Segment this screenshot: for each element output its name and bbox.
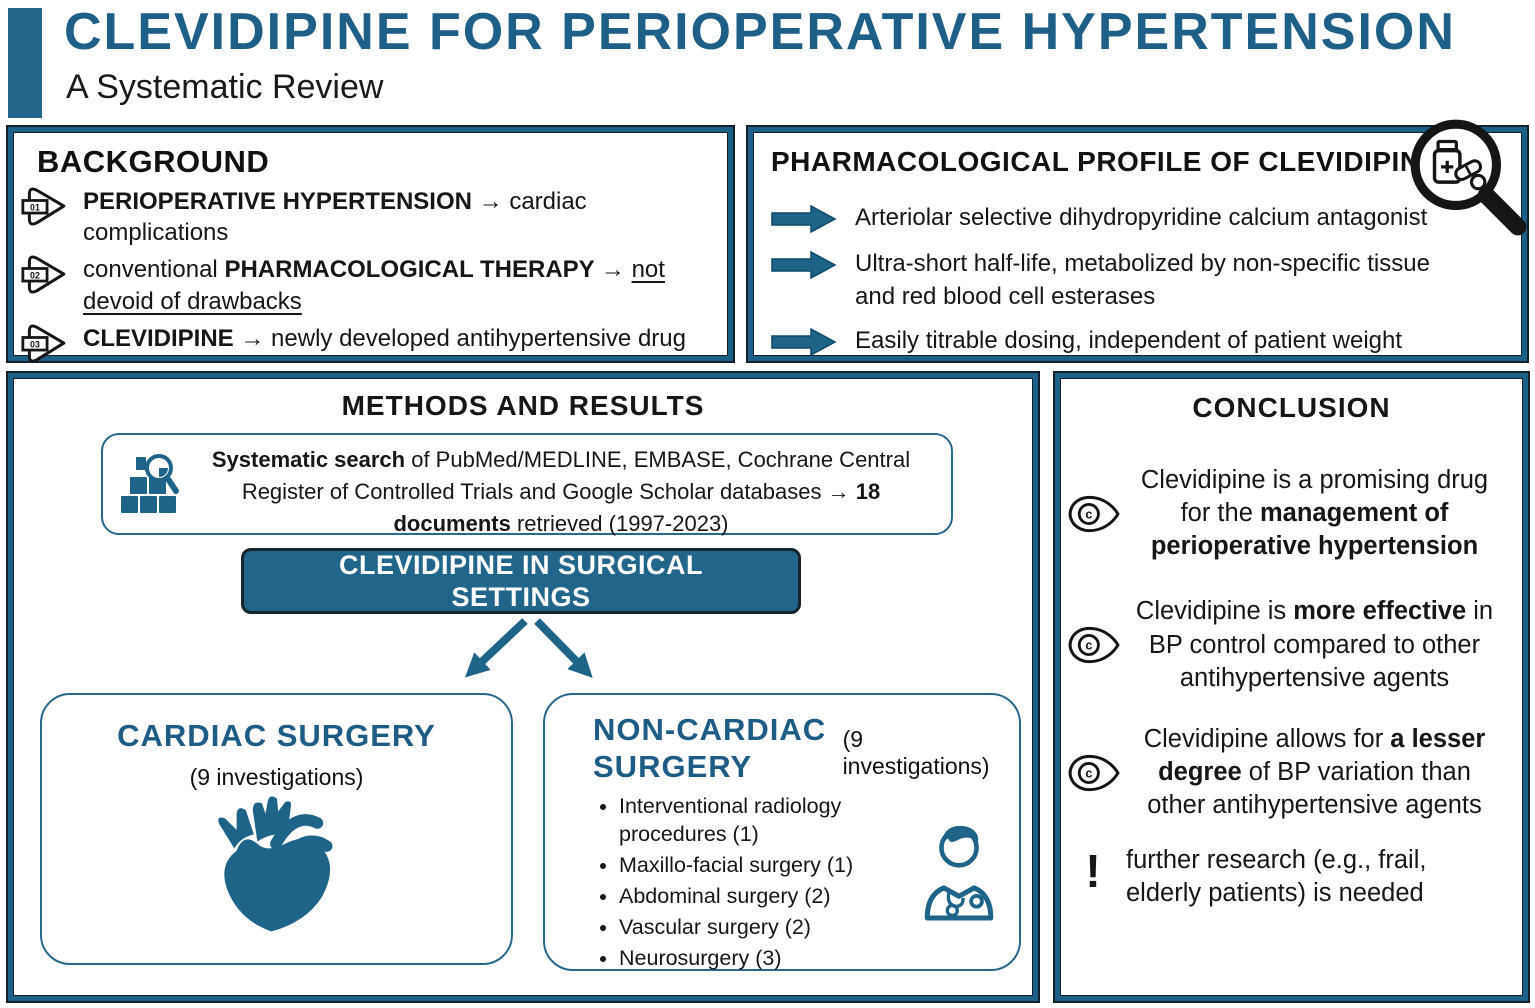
background-item-3: 03 CLEVIDIPINE → newly developed antihyp… [21, 323, 718, 368]
conclusion-item-1: c Clevidipine is a promising drug for th… [1060, 464, 1523, 563]
arrow-right-icon [771, 251, 837, 280]
split-arrows [464, 618, 593, 678]
clevidipine-surgical-settings-banner: CLEVIDIPINE IN SURGICAL SETTINGS [241, 548, 801, 614]
systematic-search-box: Systematic search of PubMed/MEDLINE, EMB… [101, 433, 953, 536]
noncardiac-surgery-count: (9 investigations) [842, 726, 990, 780]
noncardiac-surgery-box: NON-CARDIAC SURGERY (9 investigations) I… [543, 693, 1021, 971]
conclusion-item-2: c Clevidipine is more effective in BP co… [1060, 595, 1523, 694]
noncardiac-surgery-title: NON-CARDIAC SURGERY [593, 712, 827, 785]
title-accent-bar [8, 8, 42, 118]
conclusion-heading: CONCLUSION [1192, 392, 1391, 423]
conclusion-text: Clevidipine is a promising drug for the … [1140, 466, 1489, 561]
svg-text:03: 03 [30, 339, 40, 349]
background-item-1: 01 PERIOPERATIVE HYPERTENSION → cardiac … [21, 186, 718, 248]
background-item-text: CLEVIDIPINE → newly developed antihypert… [83, 324, 686, 352]
page-subtitle: A Systematic Review [66, 68, 384, 106]
arrow-right-icon [771, 204, 837, 234]
search-summary-text: Systematic search of PubMed/MEDLINE, EMB… [211, 447, 911, 536]
eye-icon-wrap: c [1060, 492, 1126, 536]
step-03-icon: 03 [21, 324, 66, 363]
pharma-item-2: Ultra-short half-life, metabolized by no… [771, 248, 1504, 313]
pharma-item-3: Easily titrable dosing, independent of p… [771, 325, 1504, 357]
step-01-icon: 01 [21, 187, 66, 226]
pharma-heading: PHARMACOLOGICAL PROFILE OF CLEVIDIPINE [771, 146, 1440, 177]
heart-icon [217, 796, 332, 932]
cardiac-surgery-count: (9 investigations) [189, 764, 364, 791]
methods-results-section: METHODS AND RESULTS Systematic search of… [8, 373, 1038, 1001]
conclusion-text: Clevidipine allows for a lesser degree o… [1143, 724, 1486, 820]
pharma-item-1: Arteriolar selective dihydropyridine cal… [771, 202, 1504, 234]
pharma-item-text: Easily titrable dosing, independent of p… [855, 327, 1403, 355]
eye-icon: c [1068, 626, 1120, 664]
svg-text:c: c [1085, 507, 1092, 521]
eye-icon-wrap: c [1060, 751, 1126, 795]
conclusion-section: CONCLUSION c Clevidipine is a promising … [1055, 373, 1528, 1001]
background-item-2: 02 conventional PHARMACOLOGICAL THERAPY … [21, 254, 718, 316]
cardiac-surgery-title: CARDIAC SURGERY [117, 718, 436, 753]
magnifier-pills-icon [1410, 119, 1527, 236]
pharma-item-text: Ultra-short half-life, metabolized by no… [855, 250, 1430, 310]
conclusion-item-3: c Clevidipine allows for a lesser degree… [1060, 723, 1523, 822]
svg-text:02: 02 [30, 271, 40, 281]
eye-icon: c [1068, 495, 1120, 532]
exclamation-icon: ! [1085, 845, 1101, 898]
noncardiac-header: NON-CARDIAC SURGERY (9 investigations) [593, 711, 1005, 785]
svg-text:01: 01 [30, 203, 40, 213]
list-item: Vascular surgery (2) [619, 914, 911, 942]
database-search-icon [121, 454, 179, 513]
pharmacology-section: PHARMACOLOGICAL PROFILE OF CLEVIDIPINE A… [748, 127, 1527, 361]
noncardiac-procedure-list: Interventional radiology procedures (1) … [593, 793, 911, 976]
conclusion-text: Clevidipine is more effective in BP cont… [1135, 597, 1494, 692]
eye-icon: c [1068, 754, 1120, 791]
conclusion-text: further research (e.g., frail, elderly p… [1126, 846, 1427, 908]
page-title: CLEVIDIPINE FOR PERIOPERATIVE HYPERTENSI… [64, 3, 1456, 61]
list-item: Maxillo-facial surgery (1) [619, 852, 911, 880]
eye-icon-wrap: c [1060, 623, 1126, 667]
doctor-icon [924, 826, 994, 921]
background-section: BACKGROUND 01 PERIOPERATIVE HYPERTENSION… [8, 127, 733, 363]
methods-heading: METHODS AND RESULTS [341, 390, 705, 421]
list-item: Interventional radiology procedures (1) [619, 793, 911, 849]
pharma-item-text: Arteriolar selective dihydropyridine cal… [855, 204, 1428, 231]
background-item-text: conventional PHARMACOLOGICAL THERAPY → n… [83, 256, 665, 315]
cardiac-surgery-box: CARDIAC SURGERY (9 investigations) [40, 693, 513, 965]
conclusion-item-4: ! further research (e.g., frail, elderly… [1060, 844, 1523, 910]
background-heading: BACKGROUND [37, 144, 270, 179]
svg-text:c: c [1085, 766, 1092, 780]
svg-text:c: c [1085, 639, 1092, 653]
background-item-text: PERIOPERATIVE HYPERTENSION → cardiac com… [83, 188, 587, 247]
list-item: Abdominal surgery (2) [619, 883, 911, 911]
noncardiac-content: Interventional radiology procedures (1) … [593, 793, 1005, 976]
list-item: Neurosurgery (3) [619, 945, 911, 973]
exclamation-icon-wrap: ! [1060, 844, 1126, 894]
arrow-right-icon [771, 327, 837, 357]
step-02-icon: 02 [21, 255, 66, 294]
